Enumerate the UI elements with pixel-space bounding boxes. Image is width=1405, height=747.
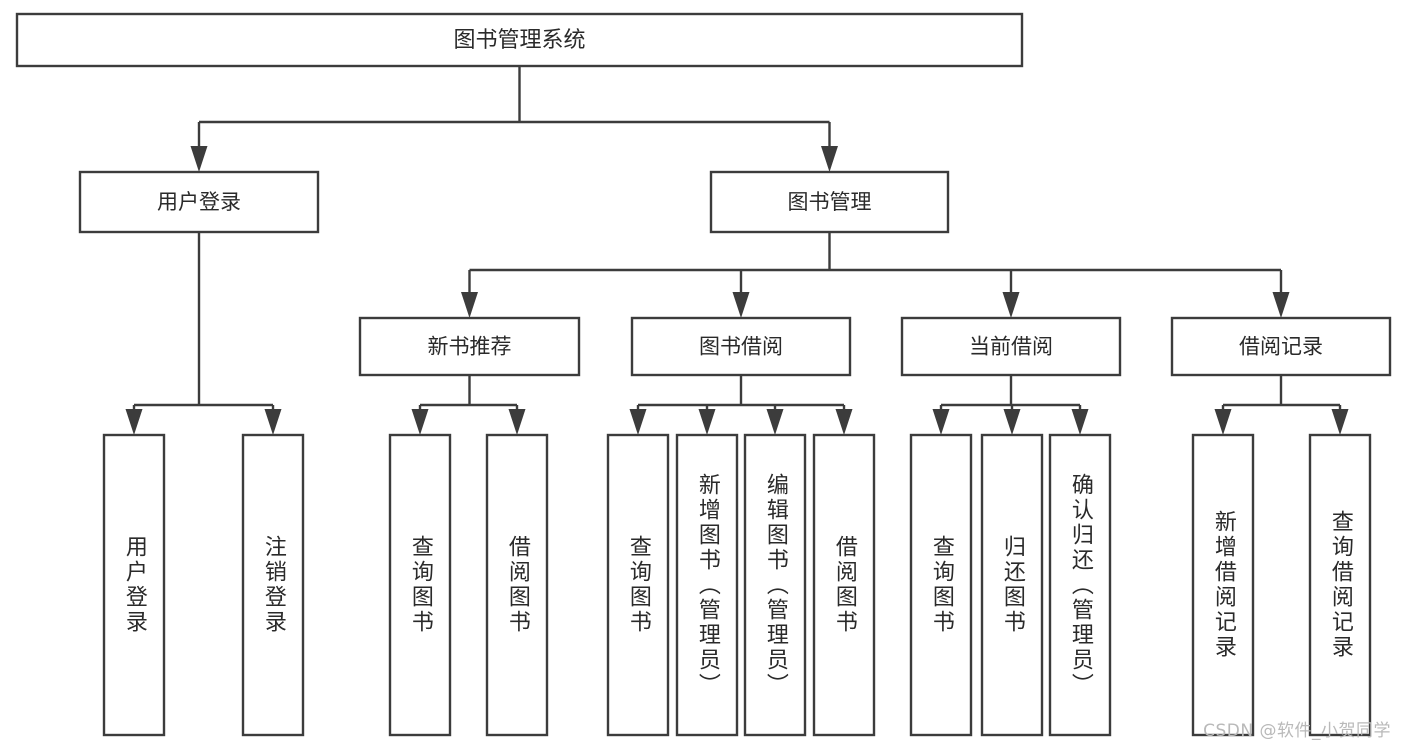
- level2-node-3[interactable]: 借阅记录: [1170, 316, 1392, 377]
- arrow-down-icon: [508, 409, 526, 435]
- level2-node-label: 借阅记录: [1239, 335, 1323, 359]
- level1-node-box[interactable]: [709, 170, 950, 234]
- arrow-down-icon: [629, 409, 647, 435]
- arrow-down-icon: [732, 292, 750, 318]
- arrow-down-icon: [821, 146, 838, 172]
- leaf-node-4[interactable]: [606, 433, 670, 737]
- arrow-down-icon: [1331, 409, 1349, 435]
- arrow-down-icon: [766, 409, 784, 435]
- leaf-node-box[interactable]: [812, 433, 876, 737]
- level2-node-label: 当前借阅: [969, 335, 1053, 359]
- level2-node-0[interactable]: 新书推荐: [358, 316, 581, 377]
- arrow-down-icon: [1002, 292, 1020, 318]
- leaf-node-9[interactable]: [980, 433, 1044, 737]
- connector-group-root-to-level1: [190, 66, 838, 172]
- leaf-node-8[interactable]: [909, 433, 973, 737]
- level2-node-box[interactable]: [630, 316, 852, 377]
- leaf-node-box[interactable]: [241, 433, 305, 737]
- leaf-node-box[interactable]: [909, 433, 973, 737]
- arrow-down-icon: [1272, 292, 1290, 318]
- leaf-node-6[interactable]: [743, 433, 807, 737]
- leaf-node-box[interactable]: [1048, 433, 1112, 737]
- root-node-label: 图书管理系统: [453, 28, 585, 53]
- leaf-node-10[interactable]: [1048, 433, 1112, 737]
- leaf-node-box[interactable]: [388, 433, 452, 737]
- level2-node-box[interactable]: [358, 316, 581, 377]
- leaf-node-5[interactable]: [675, 433, 739, 737]
- level2-node-box[interactable]: [1170, 316, 1392, 377]
- connector-group-new-book-leaves: [411, 375, 526, 435]
- connector-group-borrow-leaves: [629, 375, 853, 435]
- watermark-text: CSDN @软件_小贺同学: [1203, 721, 1391, 741]
- connector-group-user-login-leaves: [125, 232, 282, 435]
- leaf-node-7[interactable]: [812, 433, 876, 737]
- level2-node-2[interactable]: 当前借阅: [900, 316, 1122, 377]
- level2-node-1[interactable]: 图书借阅: [630, 316, 852, 377]
- arrow-down-icon: [411, 409, 429, 435]
- root-node[interactable]: 图书管理系统: [15, 12, 1024, 68]
- level2-node-box[interactable]: [900, 316, 1122, 377]
- leaf-node-12[interactable]: [1308, 433, 1372, 737]
- level1-node-label: 用户登录: [157, 190, 241, 214]
- arrow-down-icon: [1003, 409, 1021, 435]
- level2-node-label: 图书借阅: [699, 335, 783, 359]
- leaf-node-3[interactable]: [485, 433, 549, 737]
- arrow-down-icon: [264, 409, 282, 435]
- leaf-node-box[interactable]: [606, 433, 670, 737]
- leaf-node-box[interactable]: [675, 433, 739, 737]
- leaf-node-0[interactable]: [102, 433, 166, 737]
- arrow-down-icon: [461, 292, 478, 318]
- leaf-node-box[interactable]: [743, 433, 807, 737]
- connector-group-current-borrow-leaves: [932, 375, 1089, 435]
- leaf-node-box[interactable]: [102, 433, 166, 737]
- arrow-down-icon: [932, 409, 950, 435]
- leaf-node-11[interactable]: [1191, 433, 1255, 737]
- level2-node-label: 新书推荐: [428, 335, 512, 359]
- level1-node-label: 图书管理: [788, 190, 872, 214]
- arrow-down-icon: [125, 409, 143, 435]
- level1-node-box[interactable]: [78, 170, 320, 234]
- leaf-node-box[interactable]: [980, 433, 1044, 737]
- arrow-down-icon: [698, 409, 716, 435]
- leaf-node-1[interactable]: [241, 433, 305, 737]
- arrow-down-icon: [1071, 409, 1089, 435]
- connectors-layer: [125, 66, 1349, 435]
- arrow-down-icon: [190, 146, 208, 172]
- root-node-box[interactable]: [15, 12, 1024, 68]
- leaf-node-2[interactable]: [388, 433, 452, 737]
- arrow-down-icon: [835, 409, 853, 435]
- connector-group-level1-to-level2: [461, 232, 1290, 318]
- leaf-node-box[interactable]: [1191, 433, 1255, 737]
- connector-group-record-leaves: [1214, 375, 1349, 435]
- level1-node-0[interactable]: 用户登录: [78, 170, 320, 234]
- leaf-node-box[interactable]: [1308, 433, 1372, 737]
- arrow-down-icon: [1214, 409, 1232, 435]
- level1-node-1[interactable]: 图书管理: [709, 170, 950, 234]
- leaf-node-box[interactable]: [485, 433, 549, 737]
